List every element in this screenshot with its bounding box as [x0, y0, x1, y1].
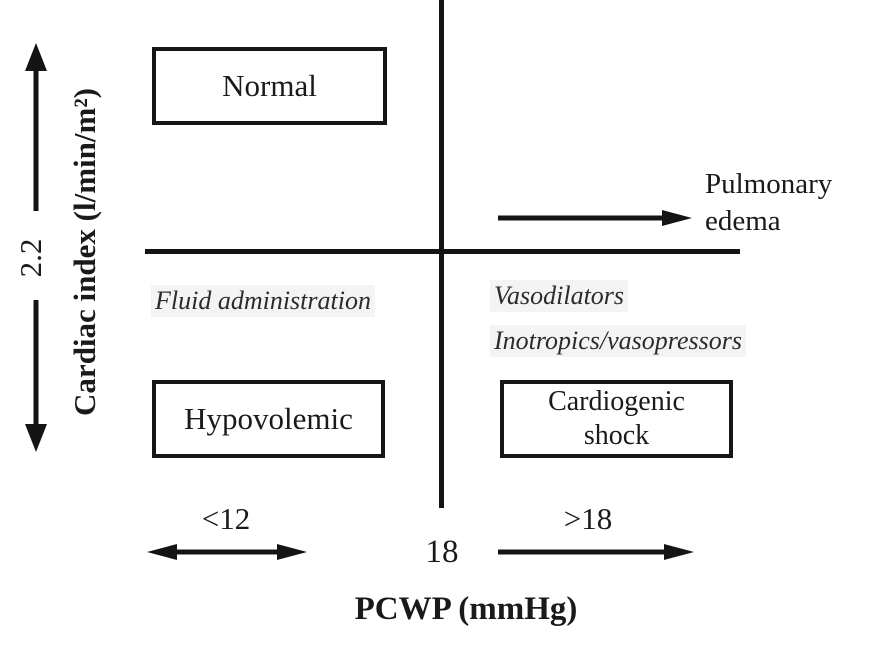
pcwp-threshold-label: 18: [425, 534, 459, 570]
pcwp-left-range-arrow-icon: [147, 544, 307, 560]
hypovolemic-state-label: Hypovolemic: [184, 401, 353, 436]
cardiogenic-shock-state-box: Cardiogenic shock: [500, 380, 733, 458]
cardiac-index-axis-label: Cardiac index (l/min/m²): [67, 88, 102, 416]
pulmonary-edema-arrow-icon: [498, 210, 692, 226]
normal-state-box: Normal: [152, 47, 387, 125]
pcwp-left-range-label: <12: [201, 501, 251, 536]
cardiac-index-threshold-label: 2.2: [13, 238, 48, 278]
pcwp-axis-label: PCWP (mmHg): [354, 591, 578, 627]
cardiac-index-threshold-line: [145, 249, 740, 254]
inotropics-vasopressors-annotation: Inotropics/vasopressors: [490, 325, 746, 357]
cardiac-index-up-arrow-icon: [25, 43, 47, 211]
pcwp-threshold-line: [439, 0, 444, 508]
pcwp-right-range-arrow-icon: [498, 544, 694, 560]
fluid-administration-annotation: Fluid administration: [151, 285, 375, 317]
pulmonary-edema-label: Pulmonary edema: [705, 168, 833, 237]
normal-state-label: Normal: [222, 68, 317, 103]
hypovolemic-state-box: Hypovolemic: [152, 380, 385, 458]
cardiac-index-down-arrow-icon: [25, 300, 47, 452]
pcwp-right-range-label: >18: [563, 501, 613, 536]
cardiogenic-shock-state-label: Cardiogenic shock: [548, 386, 685, 451]
vasodilators-annotation: Vasodilators: [490, 280, 629, 312]
